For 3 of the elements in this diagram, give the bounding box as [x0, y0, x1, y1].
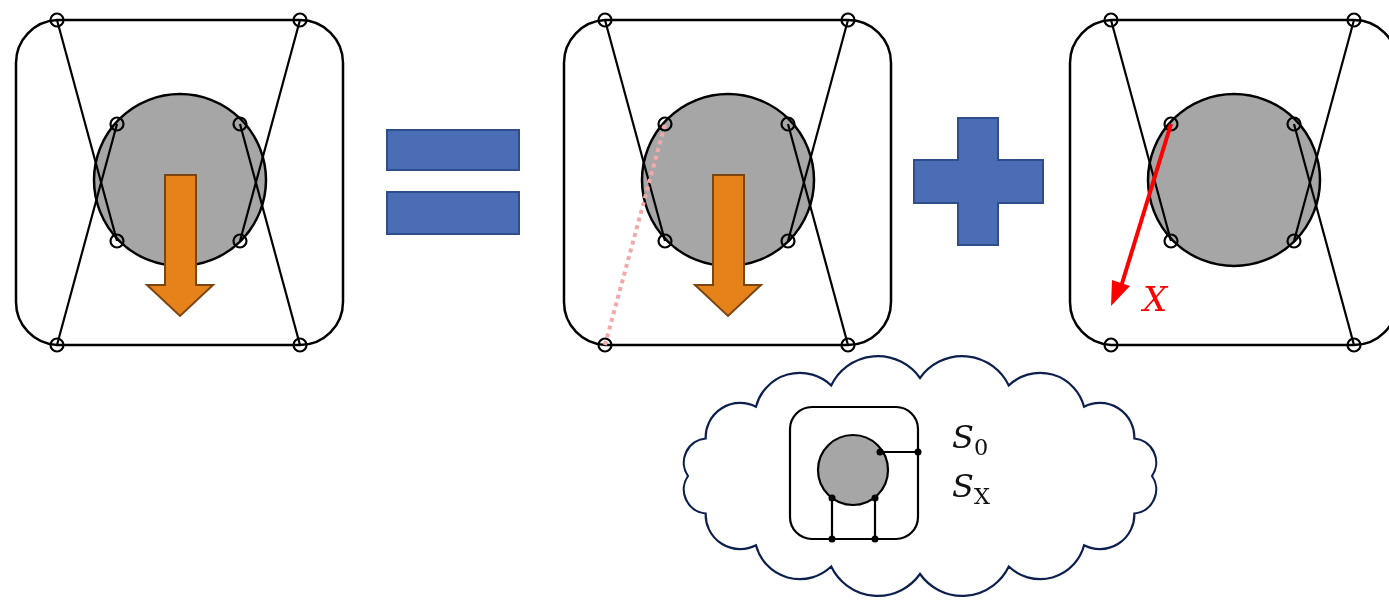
vector-label: X: [1143, 282, 1168, 316]
state-label: S$_{0}$: [952, 417, 990, 462]
state-label: S$_{X}$: [952, 465, 990, 511]
